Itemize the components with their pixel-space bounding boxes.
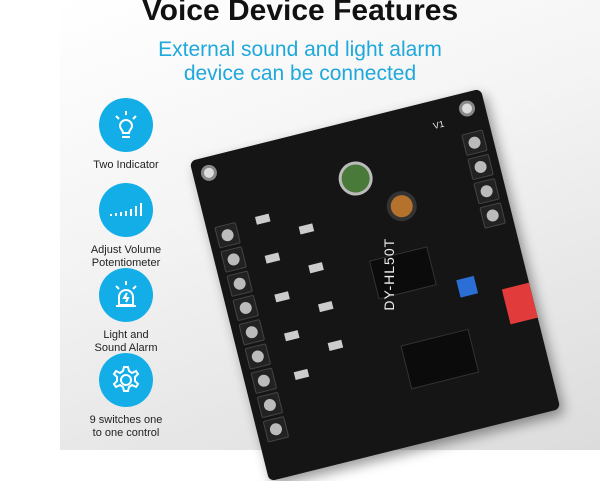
terminal (262, 415, 290, 443)
terminal (238, 318, 266, 346)
page-title: Voice Device Features (141, 0, 459, 27)
terminal (232, 294, 260, 322)
terminal (473, 177, 500, 205)
terminal (461, 129, 488, 157)
volume-potentiometer (456, 275, 479, 298)
feature-label: Two Indicator (93, 159, 159, 171)
board-model-text: DY-HL50T (381, 237, 398, 311)
volume-level-icon (99, 183, 153, 237)
ic-chip (400, 328, 480, 390)
feature-label: 9 switches one (89, 414, 163, 426)
board-version-text: V1 (432, 118, 446, 132)
subtitle-line-2: device can be connected (183, 62, 417, 85)
terminal (226, 270, 254, 298)
terminal (479, 202, 507, 229)
mounting-hole (199, 163, 219, 183)
terminal (250, 367, 278, 395)
terminal (220, 246, 247, 273)
mounting-hole (457, 98, 477, 119)
terminal (256, 391, 284, 419)
gear-icon (99, 353, 153, 407)
feature-label: Light and (103, 329, 149, 341)
inductor (383, 188, 420, 225)
feature-two-indicator: Two Indicator (86, 98, 166, 172)
feature-label: Potentiometer (91, 257, 161, 269)
lightbulb-icon (99, 98, 153, 152)
feature-label: to one control (92, 427, 160, 439)
capacitor (335, 157, 377, 200)
ic-chip (368, 246, 437, 300)
alarm-light-icon (99, 268, 153, 322)
terminal (214, 221, 241, 249)
subtitle-line-1: External sound and light alarm (158, 38, 442, 61)
feature-label: Adjust Volume (90, 244, 162, 256)
terminal (467, 153, 494, 181)
terminal (244, 343, 272, 370)
feature-label: Sound Alarm (94, 342, 158, 354)
